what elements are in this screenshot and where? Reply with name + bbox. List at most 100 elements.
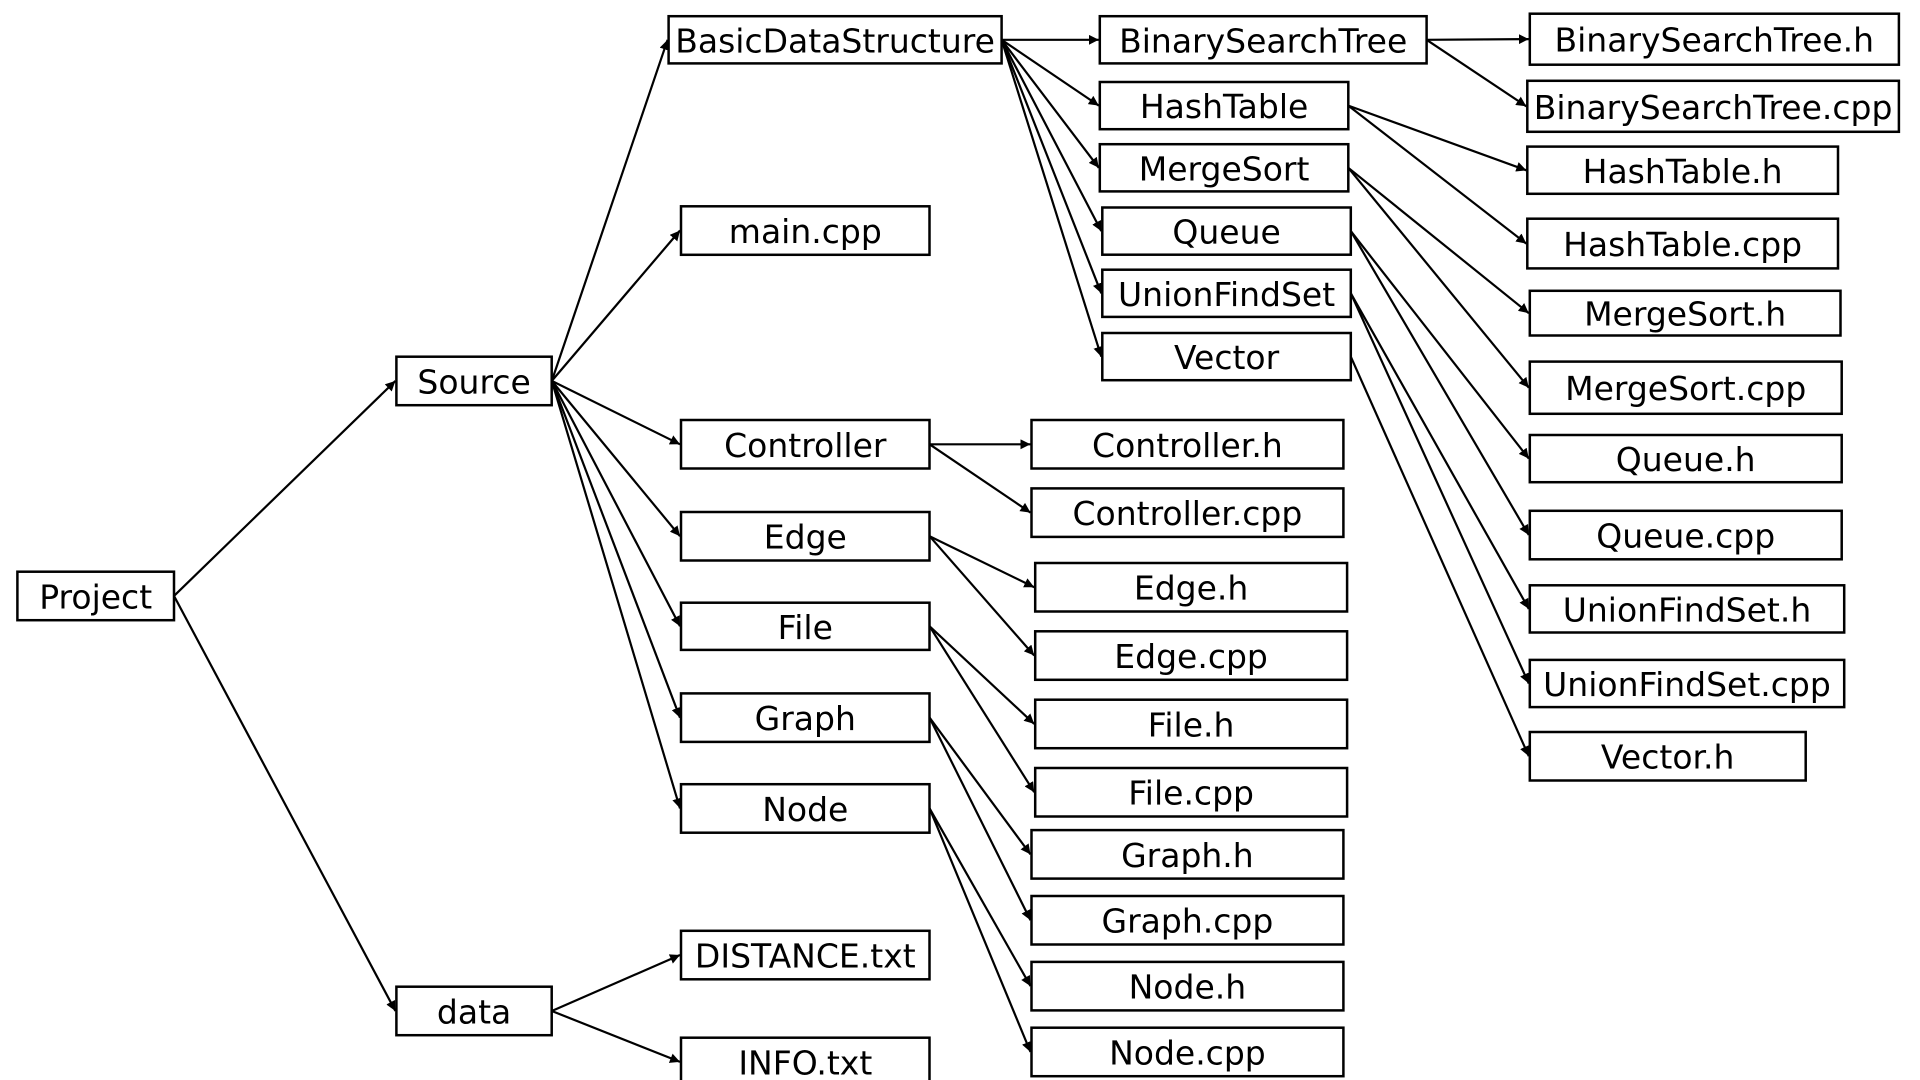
node-label: Node.cpp [1109,1034,1266,1073]
node-project: Project [16,570,176,622]
node-info-txt: INFO.txt [679,1036,931,1080]
node-node-cpp: Node.cpp [1030,1026,1345,1078]
node-union-find-set-cpp: UnionFindSet.cpp [1528,658,1846,709]
node-box [679,418,931,470]
node-node: Node [679,782,931,834]
edge-file-to-file-cpp [928,625,1036,793]
edge-project-to-data [173,595,397,1012]
node-box [1033,698,1349,750]
edge-merge-sort-to-merge-sort-cpp [1347,167,1530,389]
edge-data-to-info-txt [551,1009,681,1063]
edge-source-to-main-cpp [550,229,681,382]
edge-source-to-edge [550,380,681,537]
node-merge-sort: MergeSort [1098,142,1350,193]
node-label: main.cpp [729,212,882,251]
node-label: HashTable [1140,87,1308,126]
edge-vector-to-vector-h [1349,356,1530,757]
edge-source-to-node [550,380,682,809]
node-label: BasicDataStructure [675,21,995,60]
edge-graph-to-graph-h [928,717,1032,856]
node-hash-table: HashTable [1098,80,1350,131]
node-label: Source [417,362,530,401]
node-box [1030,487,1345,539]
node-label: DISTANCE.txt [695,937,916,976]
node-label: Controller.cpp [1072,494,1302,533]
node-box [1526,145,1840,196]
node-box [1101,331,1353,382]
edge-data-to-distance-txt [551,953,681,1013]
node-hash-table-cpp: HashTable.cpp [1526,217,1840,270]
node-vector-h: Vector.h [1528,730,1807,782]
node-source: Source [395,355,553,407]
node-file: File [679,601,931,652]
edge-union-find-set-to-union-find-set-h [1349,292,1530,610]
node-box [395,355,553,407]
node-label: UnionFindSet [1118,275,1335,314]
node-merge-sort-h: MergeSort.h [1528,289,1842,337]
node-controller-cpp: Controller.cpp [1030,487,1345,539]
node-box [679,782,931,834]
node-label: HashTable.h [1583,152,1783,191]
node-box [1098,80,1350,131]
edge-queue-to-queue-h [1349,230,1530,460]
edge-binary-search-tree-to-binary-search-tree-h [1426,34,1529,45]
node-box [1030,418,1345,470]
node-queue-h: Queue.h [1528,433,1843,484]
edge-basic-data-structure-to-vector [1000,39,1104,358]
node-label: MergeSort.h [1584,295,1786,334]
node-binary-search-tree-cpp: BinarySearchTree.cpp [1526,79,1901,134]
node-box [1030,828,1345,880]
node-label: Graph.cpp [1102,902,1274,941]
node-label: UnionFindSet.cpp [1543,665,1831,704]
edge-edge-to-edge-cpp [928,535,1036,657]
node-merge-sort-cpp: MergeSort.cpp [1528,360,1843,416]
node-box [1033,766,1349,818]
node-file-cpp: File.cpp [1033,766,1349,818]
node-basic-data-structure: BasicDataStructure [667,14,1003,65]
node-box [1101,268,1353,319]
node-box [1030,894,1345,946]
edge-hash-table-to-hash-table-h [1347,104,1527,172]
edge-basic-data-structure-to-union-find-set [1000,39,1103,294]
node-box [1528,360,1843,416]
node-queue: Queue [1101,206,1353,256]
node-graph: Graph [679,692,931,744]
edge-basic-data-structure-to-queue [1000,39,1103,232]
node-label: Edge [764,518,847,557]
node-controller: Controller [679,418,931,470]
node-box [1033,630,1349,682]
node-label: Edge.h [1134,569,1248,608]
node-box [1030,960,1345,1012]
node-box [679,601,931,652]
node-edge-cpp: Edge.cpp [1033,630,1349,682]
node-label: Node.h [1129,968,1247,1007]
node-box [667,14,1003,65]
node-label: Controller.h [1092,426,1283,465]
node-label: Queue.cpp [1596,517,1775,556]
node-box [1528,584,1846,634]
edge-basic-data-structure-to-hash-table [1000,38,1100,107]
node-box [679,929,931,981]
node-queue-cpp: Queue.cpp [1528,509,1843,561]
node-hash-table-h: HashTable.h [1526,145,1840,196]
edge-source-to-file [550,380,681,627]
edge-layer [173,34,1530,1063]
node-edge-h: Edge.h [1033,561,1349,613]
edge-queue-to-queue-cpp [1349,230,1530,536]
node-box [679,1036,931,1080]
edge-controller-to-controller-cpp [928,443,1032,514]
node-box [1526,79,1901,134]
node-label: BinarySearchTree.h [1555,21,1875,60]
node-label: File [778,608,833,647]
node-label: Vector [1174,338,1280,377]
node-union-find-set-h: UnionFindSet.h [1528,584,1846,634]
node-box [679,692,931,744]
node-box [1528,289,1842,337]
node-label: MergeSort [1139,149,1310,188]
node-label: data [437,993,511,1032]
node-box [1030,1026,1345,1078]
edge-source-to-controller [551,379,681,446]
node-label: HashTable.cpp [1563,225,1802,264]
edge-hash-table-to-hash-table-cpp [1347,104,1527,245]
